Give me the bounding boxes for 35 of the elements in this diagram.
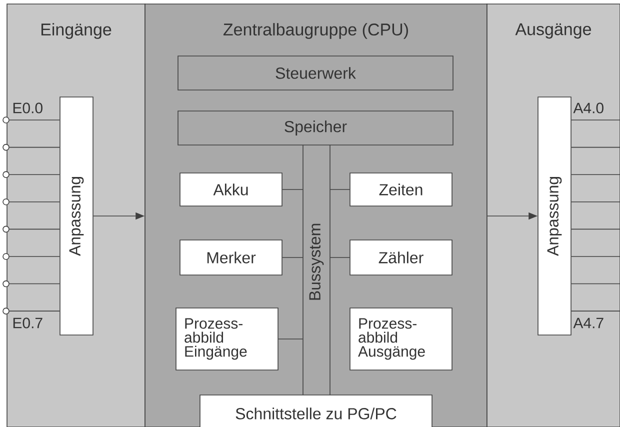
connector-line — [282, 189, 304, 190]
connector-line — [9, 174, 60, 175]
signal-label: E0.7 — [13, 318, 42, 328]
adapter-box: Anpassung — [538, 96, 572, 336]
signal-label: A4.7 — [573, 318, 604, 328]
connector-line — [571, 310, 620, 312]
connector-line — [571, 201, 620, 202]
connector-line — [571, 228, 620, 230]
connector-line — [330, 189, 350, 190]
connector-line — [278, 338, 304, 340]
unit-box: Merker — [180, 240, 282, 276]
unit-box: Akku — [180, 172, 282, 206]
unit-box: Prozess- abbild Ausgänge — [350, 308, 452, 370]
unit-box: Speicher — [178, 110, 454, 146]
unit-box: Zähler — [350, 240, 452, 276]
connector-line — [9, 283, 60, 284]
adapter-box: Anpassung — [60, 96, 94, 336]
connector-line — [330, 257, 350, 258]
connector-line — [9, 310, 60, 312]
connector-line — [571, 174, 620, 175]
connector-line — [571, 146, 620, 148]
connector-line — [571, 256, 620, 257]
signal-label: E0.0 — [13, 102, 42, 114]
connector-line — [9, 256, 60, 257]
unit-box: Schnittstelle zu PG/PC — [200, 394, 432, 427]
connector-line — [9, 228, 60, 230]
signal-label: A4.0 — [573, 102, 604, 114]
connector-line — [9, 201, 60, 202]
connector-line — [282, 257, 304, 258]
unit-box: Zeiten — [350, 172, 452, 206]
connector-line — [9, 146, 60, 148]
unit-box: Prozess- abbild Eingänge — [176, 308, 278, 370]
connector-line — [571, 283, 620, 284]
bus-band: Bussystem — [302, 144, 330, 396]
unit-box: Steuerwerk — [178, 56, 454, 90]
